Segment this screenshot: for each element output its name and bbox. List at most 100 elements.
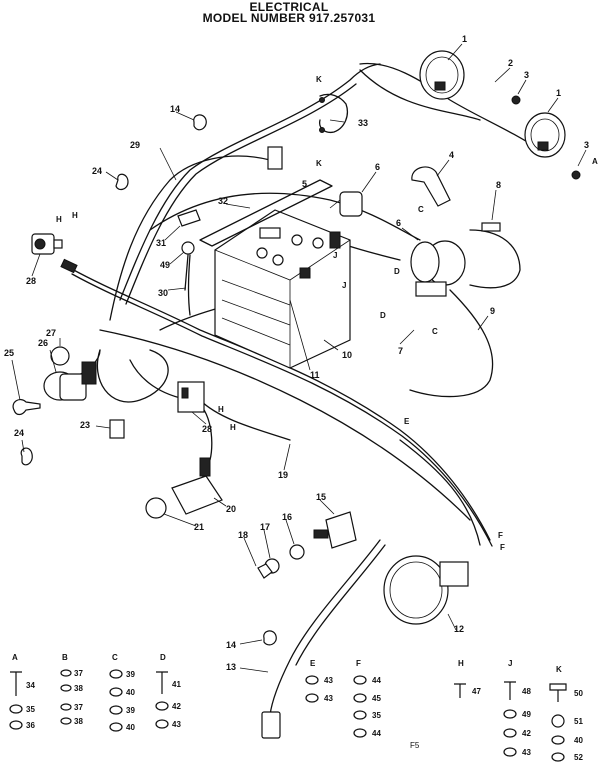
legend-k-51: 51: [574, 717, 583, 726]
callout-3-right: 3: [584, 140, 589, 150]
callout-1-left: 1: [462, 34, 467, 44]
callout-18: 18: [238, 530, 248, 540]
callout-7: 7: [398, 346, 403, 356]
legend-c-39b: 39: [126, 706, 135, 715]
legend-h-47: 47: [472, 687, 481, 696]
legend-b-37a: 37: [74, 669, 83, 678]
legend-j-48: 48: [522, 687, 531, 696]
bulb-3-top: [511, 95, 521, 105]
legend-c-40b: 40: [126, 723, 135, 732]
plug-28: [60, 258, 78, 274]
callout-k-bottom: K: [316, 159, 322, 168]
diagram-title: ELECTRICAL MODEL NUMBER 917.257031: [0, 1, 608, 25]
legend-a-bolt-icon: [10, 671, 22, 696]
callout-8: 8: [496, 180, 501, 190]
legend-k-letter: K: [556, 665, 562, 674]
callout-28-center: 28: [202, 424, 212, 434]
pto-switch-20: [145, 457, 223, 519]
callout-14-lower: 14: [226, 640, 236, 650]
nut-18: [257, 563, 273, 579]
callout-a: A: [592, 157, 598, 166]
legend-d-letter: D: [160, 653, 166, 662]
callout-19: 19: [278, 470, 288, 480]
legend-a-36: 36: [26, 721, 35, 730]
callout-6-mid: 6: [396, 218, 401, 228]
part-30: [184, 254, 189, 291]
callout-23: 23: [80, 420, 90, 430]
legend-f-44b: 44: [372, 729, 381, 738]
connector-23: [109, 419, 125, 439]
legend-f-45: 45: [372, 694, 381, 703]
callout-14-top: 14: [170, 104, 180, 114]
wire-harness: [69, 62, 541, 716]
legend-j-42: 42: [522, 729, 531, 738]
battery-hold-down: [199, 179, 333, 247]
callout-10: 10: [342, 350, 352, 360]
callout-c-b: C: [432, 327, 438, 336]
callout-30: 30: [158, 288, 168, 298]
legend-k-50: 50: [574, 689, 583, 698]
title-line-2: MODEL NUMBER 917.257031: [202, 11, 376, 25]
legend-k-52: 52: [574, 753, 583, 762]
legend-f-letter: F: [356, 659, 361, 668]
ammeter-12: [383, 555, 469, 625]
legend-b-38b: 38: [74, 717, 83, 726]
legend-j-letter: J: [508, 659, 512, 668]
legend-a-washer-icon: [9, 704, 23, 714]
legend-a-letter: A: [12, 653, 18, 662]
callout-3-top: 3: [524, 70, 529, 80]
callout-15: 15: [316, 492, 326, 502]
headlight-left: [419, 50, 465, 100]
callout-26: 26: [38, 338, 48, 348]
callout-4: 4: [449, 150, 454, 160]
legend-f-44a: 44: [372, 676, 381, 685]
callout-h-d: H: [230, 423, 236, 432]
legend-e-43a: 43: [324, 676, 333, 685]
callout-49: 49: [160, 260, 170, 270]
callout-5: 5: [302, 179, 307, 189]
clip-24-lower: [20, 447, 33, 466]
callout-c-a: C: [418, 205, 424, 214]
legend-a-nut-icon: [9, 720, 23, 730]
callout-f-a: F: [498, 531, 503, 540]
hardware-legend: A 34 35 36 B 37 38 37 38 C 39 40 39 40 D…: [9, 653, 583, 762]
switch-15: [313, 511, 357, 549]
starter-solenoid: [410, 240, 466, 297]
washer-16: [289, 544, 305, 560]
callout-j-a: J: [333, 251, 337, 260]
callout-j-b: J: [342, 281, 346, 290]
legend-f-35: 35: [372, 711, 381, 720]
legend-a-35: 35: [26, 705, 35, 714]
callout-13: 13: [226, 662, 236, 672]
callout-12: 12: [454, 624, 464, 634]
legend-e-letter: E: [310, 659, 316, 668]
callout-h-c: H: [218, 405, 224, 414]
ignition-switch-26: [43, 361, 97, 401]
footer-code: F5: [410, 741, 420, 750]
callout-21: 21: [194, 522, 204, 532]
clamp-6: [329, 191, 363, 217]
legend-d-42: 42: [172, 702, 181, 711]
callout-27: 27: [46, 328, 56, 338]
legend-j-49: 49: [522, 710, 531, 719]
connector-29: [267, 146, 283, 170]
callout-labels: 1 2 3 1 3 4 6 8 6 7 9 14 24 29 33 32 5 3…: [4, 34, 598, 672]
clip-24-top: [115, 173, 129, 191]
callout-24-top: 24: [92, 166, 102, 176]
legend-c-letter: C: [112, 653, 118, 662]
part-27: [50, 346, 70, 366]
connector-13: [261, 711, 281, 739]
callout-6-top: 6: [375, 162, 380, 172]
legend-b-37b: 37: [74, 703, 83, 712]
callout-31: 31: [156, 238, 166, 248]
headlight-right: [524, 112, 566, 158]
callout-f-b: F: [500, 543, 505, 552]
part-49: [181, 241, 195, 255]
legend-e-43b: 43: [324, 694, 333, 703]
callout-33: 33: [358, 118, 368, 128]
battery: [214, 209, 351, 369]
callout-17: 17: [260, 522, 270, 532]
callout-24-lower: 24: [14, 428, 24, 438]
callout-28-left: 28: [26, 276, 36, 286]
